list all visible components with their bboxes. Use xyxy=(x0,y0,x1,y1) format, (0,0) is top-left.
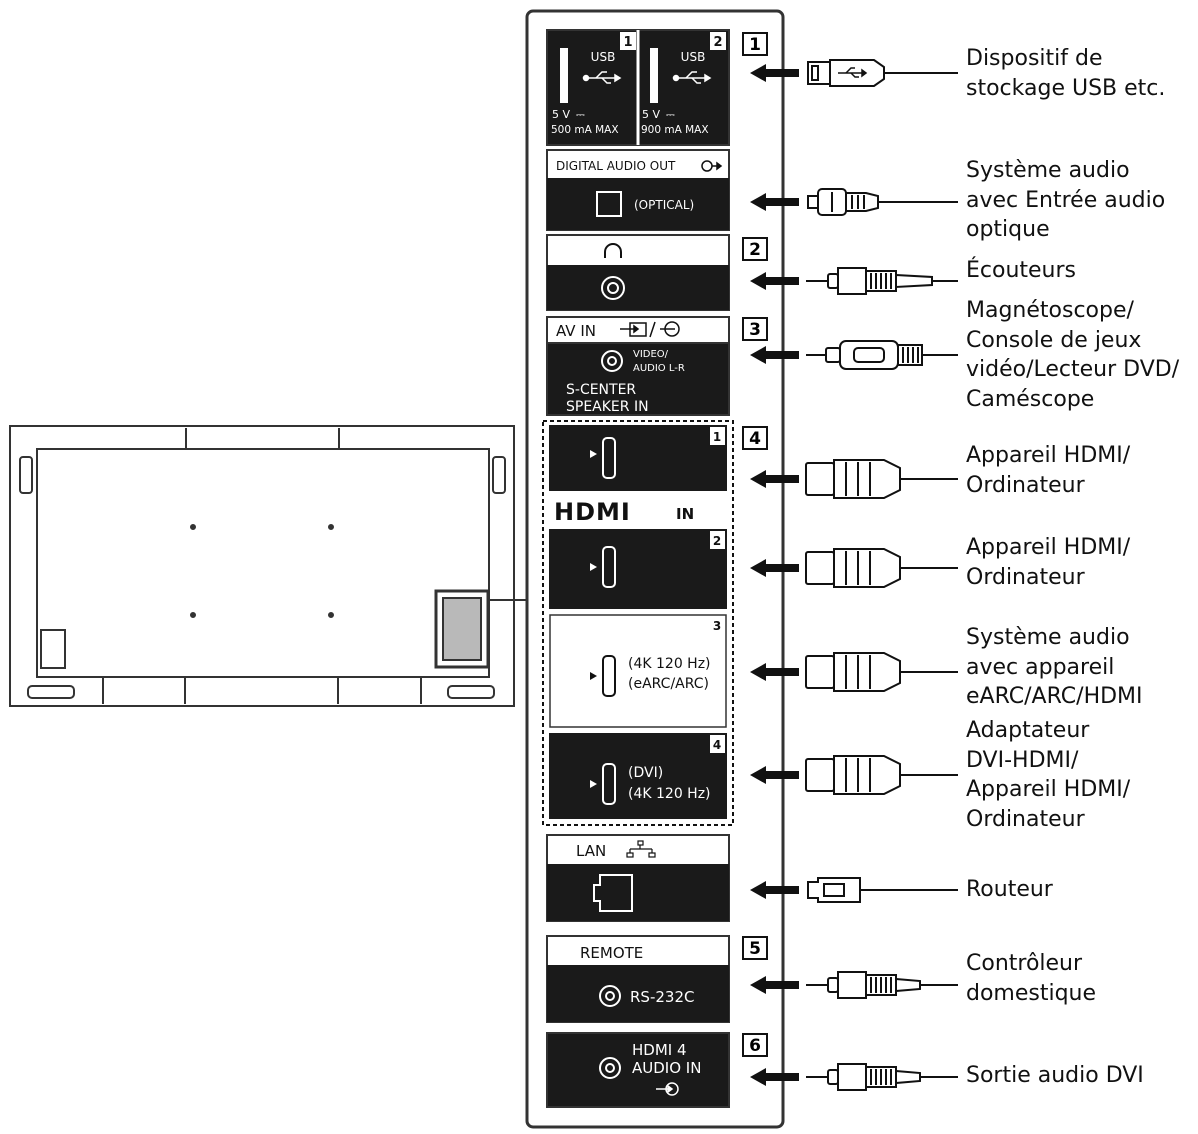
hdmi4-audio-line2: AUDIO IN xyxy=(632,1059,701,1077)
usb-port-num-1: 1 xyxy=(623,35,632,50)
hdmi-connector-icon xyxy=(602,655,616,697)
input-icon xyxy=(620,321,680,338)
hdmi-port-num-3: 3 xyxy=(713,619,721,633)
usb-plug-icon xyxy=(807,59,958,87)
usb-icon xyxy=(672,71,712,84)
dc-symbol-2: ⎓ xyxy=(666,108,675,121)
callout-3: 3 xyxy=(749,320,761,340)
hdmi-plug-icon xyxy=(805,459,958,499)
digital-audio-title: DIGITAL AUDIO OUT xyxy=(556,159,676,173)
hdmi-port-num-2: 2 xyxy=(713,534,721,548)
hdmi-port-1[interactable]: 1 xyxy=(549,425,727,491)
device-label-router: Routeur xyxy=(966,877,1053,902)
output-icon xyxy=(701,160,723,172)
av-in-block: AV IN VIDEO/ AUDIO L-R S-CENTER SPEAKER … xyxy=(546,316,730,416)
hdmi4-audio-block: HDMI 4 AUDIO IN xyxy=(546,1032,730,1108)
hdmi-port-4-line2: (4K 120 Hz) xyxy=(628,786,711,802)
device-label-headphones: Écouteurs xyxy=(966,258,1077,283)
remote-title: REMOTE xyxy=(580,944,643,962)
hdmi-in-label: IN xyxy=(676,505,694,523)
remote-plug-icon xyxy=(806,971,958,999)
rs232c-label: RS-232C xyxy=(630,988,694,1006)
lan-title: LAN xyxy=(576,842,606,860)
rs232c-jack[interactable] xyxy=(599,985,621,1007)
lan-block: LAN xyxy=(546,834,730,922)
arrows xyxy=(750,64,799,1086)
device-label-av: Magnétoscope/ Console de jeux vidéo/Lect… xyxy=(966,298,1180,412)
callout-6: 6 xyxy=(749,1036,761,1056)
device-label-optical-audio: Système audio avec Entrée audio optique xyxy=(966,158,1166,242)
av-in-sub-1: VIDEO/ xyxy=(633,349,669,360)
hdmi4-audio-line1: HDMI 4 xyxy=(632,1041,687,1059)
lan-port[interactable] xyxy=(593,874,633,912)
usb-port-1[interactable] xyxy=(560,48,568,103)
optical-port[interactable] xyxy=(596,191,622,217)
usb-block: 1 2 USB USB 5 V 5 V ⎓ ⎓ 500 mA MAX 900 m… xyxy=(546,29,730,146)
usb-current-2: 900 mA MAX xyxy=(641,124,709,136)
digital-audio-block: DIGITAL AUDIO OUT (OPTICAL) xyxy=(546,149,730,231)
hdmi4-audio-jack[interactable] xyxy=(599,1057,621,1079)
device-label-dvi-audio: Sortie audio DVI xyxy=(966,1063,1144,1088)
cables xyxy=(805,59,958,1091)
hdmi-port-4[interactable]: 4 (DVI) (4K 120 Hz) xyxy=(549,733,727,819)
av-in-sub-2: AUDIO L-R xyxy=(633,363,685,374)
hdmi-dashed-border xyxy=(542,420,734,826)
usb-port-num-2: 2 xyxy=(713,35,722,50)
hdmi-connector-icon xyxy=(602,437,616,479)
callout-5: 5 xyxy=(749,939,761,959)
usb-volt-1: 5 V xyxy=(552,108,570,121)
hdmi-port-4-line1: (DVI) xyxy=(628,765,663,781)
dc-symbol-1: ⎓ xyxy=(576,108,585,121)
hdmi-connector-icon xyxy=(602,763,616,805)
av-in-title: AV IN xyxy=(556,322,596,340)
optical-label: (OPTICAL) xyxy=(634,198,694,212)
callout-boxes: 1 2 3 4 5 6 xyxy=(742,32,768,1057)
hdmi-connector-icon xyxy=(602,546,616,588)
callout-2: 2 xyxy=(749,240,761,260)
callout-4: 4 xyxy=(749,429,761,449)
usb-label-2: USB xyxy=(681,50,706,64)
device-label-usb: Dispositif de stockage USB etc. xyxy=(966,46,1166,101)
usb-icon xyxy=(582,71,622,84)
tv-rear-view xyxy=(9,425,527,707)
av-plug-icon xyxy=(806,340,958,370)
optical-plug-icon xyxy=(807,188,958,216)
usb-current-1: 500 mA MAX xyxy=(551,124,619,136)
network-icon xyxy=(626,840,656,858)
av-in-jack[interactable] xyxy=(601,350,623,372)
headphone-block xyxy=(546,234,730,311)
hdmi-port-3-line2: (eARC/ARC) xyxy=(628,676,709,692)
hdmi-plug-icon xyxy=(805,652,958,692)
input-icon xyxy=(656,1082,679,1096)
s-center-label-2: SPEAKER IN xyxy=(566,399,649,415)
headphone-jack[interactable] xyxy=(601,276,625,300)
hdmi-port-3-line1: (4K 120 Hz) xyxy=(628,656,711,672)
device-label-controller: Contrôleur domestique xyxy=(966,951,1097,1006)
usb-label-1: USB xyxy=(591,50,616,64)
dvi-audio-plug-icon xyxy=(806,1063,958,1091)
hdmi-plug-icon xyxy=(805,755,958,795)
usb-port-2[interactable] xyxy=(650,48,658,103)
hdmi-port-num-4: 4 xyxy=(713,738,721,752)
hdmi-plug-icon xyxy=(805,548,958,588)
hdmi-port-2[interactable]: 2 xyxy=(549,529,727,609)
lan-plug-icon xyxy=(807,877,958,903)
headphone-plug-icon xyxy=(806,267,958,295)
device-label-hdmi-2: Appareil HDMI/ Ordinateur xyxy=(966,535,1131,590)
device-label-hdmi-4: Adaptateur DVI-HDMI/ Appareil HDMI/ Ordi… xyxy=(966,718,1131,832)
hdmi-logo: HDMI xyxy=(554,498,631,526)
s-center-label-1: S-CENTER xyxy=(566,382,636,398)
hdmi-group: 1 HDMI IN 2 3 (4K 120 Hz) (eARC/ARC) 4 xyxy=(542,420,734,826)
hdmi-port-num-1: 1 xyxy=(713,430,721,444)
headphone-icon xyxy=(604,243,622,258)
device-label-hdmi-1: Appareil HDMI/ Ordinateur xyxy=(966,443,1131,498)
device-label-hdmi-3: Système audio avec appareil eARC/ARC/HDM… xyxy=(966,625,1143,709)
hdmi-port-3[interactable]: 3 (4K 120 Hz) (eARC/ARC) xyxy=(549,614,727,728)
remote-block: REMOTE RS-232C xyxy=(546,935,730,1023)
callout-1: 1 xyxy=(749,35,761,55)
usb-volt-2: 5 V xyxy=(642,108,660,121)
